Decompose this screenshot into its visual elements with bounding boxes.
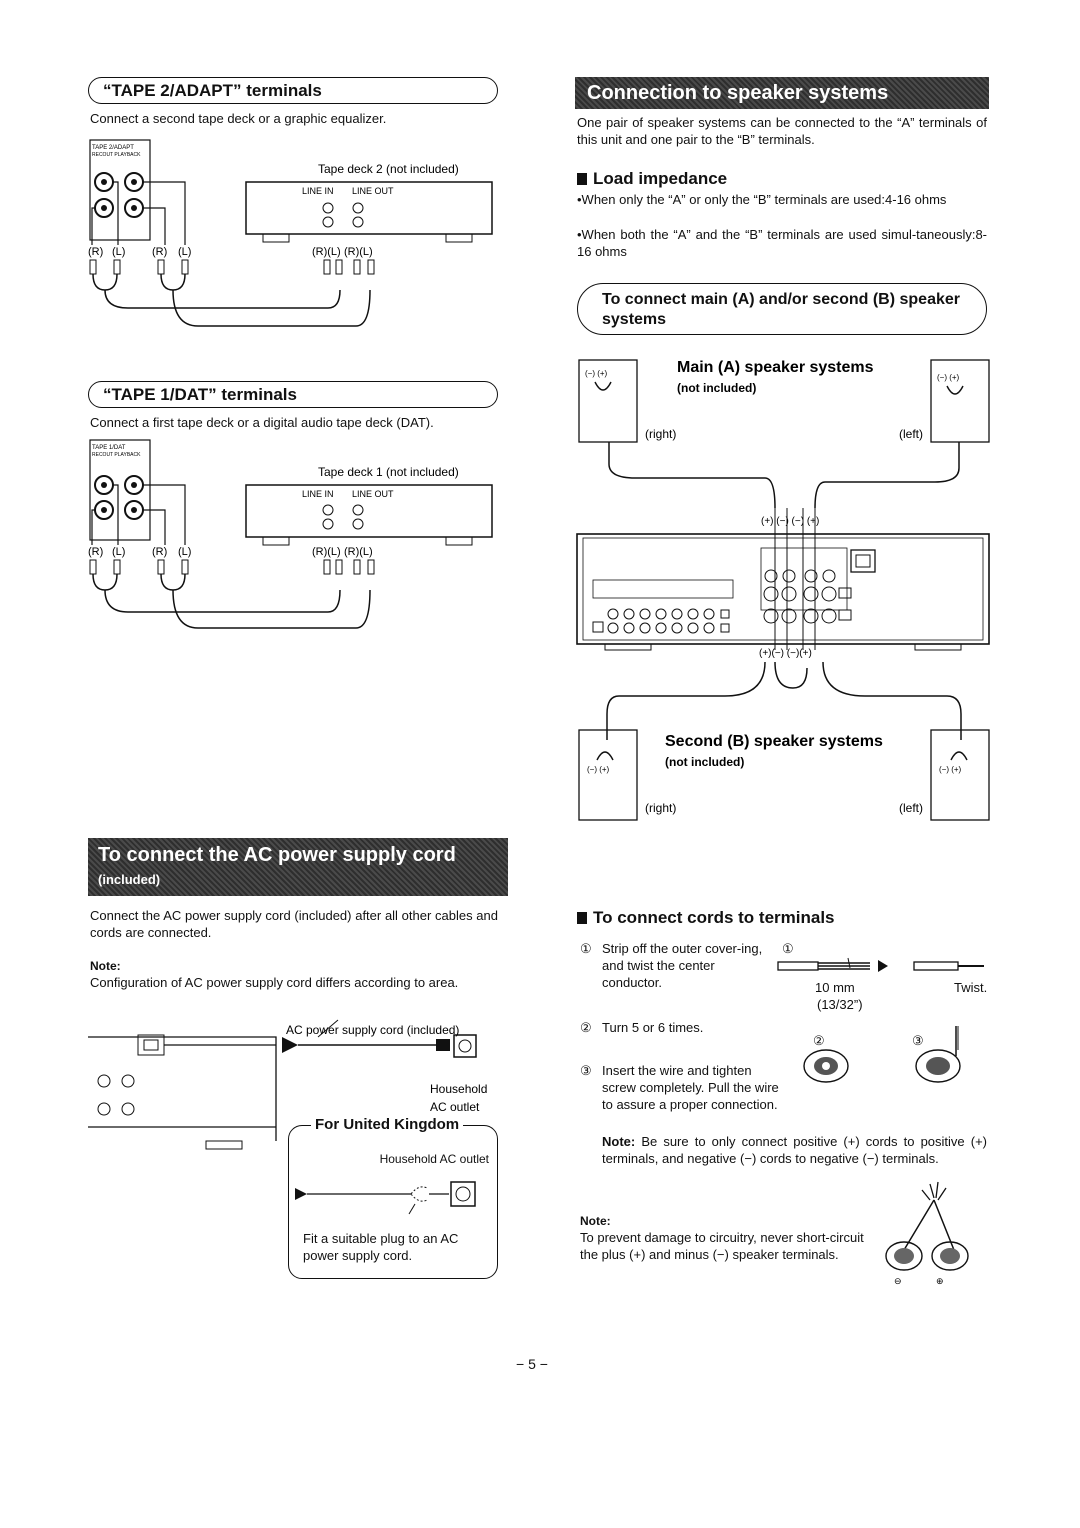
load-bullet-1: •When only the “A” or only the “B” termi… [577, 192, 947, 207]
uk-title: For United Kingdom [311, 1116, 464, 1133]
tape2-diagram: TAPE 2/ADAPT RECOUT PLAYBACK (R) (L) (R)… [88, 139, 493, 327]
short-circuit-figure: ⊖ ⊕ [885, 1181, 969, 1286]
tape2-r-label: (R) [88, 246, 103, 258]
tape2-l-label: (L) [112, 246, 125, 258]
second-b-title: Second (B) speaker systems [665, 733, 883, 750]
step3-num: ③ [580, 1063, 592, 1078]
tape1-heading: “TAPE 1/DAT” terminals [88, 381, 498, 408]
step2-num-figure: ② [813, 1033, 825, 1048]
ac-note-label: Note: [90, 959, 121, 973]
ac-power-banner: To connect the AC power supply cord (inc… [88, 838, 508, 896]
ac-cord-label: AC power supply cord (included) [286, 1023, 459, 1037]
ac-cord-diagram: AC power supply cord (included) Househol… [88, 1019, 487, 1150]
tape1-line-in: LINE IN [302, 489, 334, 499]
cords-note: Note: Be sure to only connect positive (… [602, 1133, 987, 1167]
tape1-panel-sublabel: RECOUT PLAYBACK [92, 452, 141, 458]
terminal-figures [803, 1026, 961, 1083]
ac-outlet-label-1: Household [430, 1082, 487, 1096]
cords-note-text: Be sure to only connect positive (+) cor… [602, 1134, 987, 1166]
tape1-deck-label: Tape deck 1 (not included) [318, 465, 459, 479]
step2-num: ② [580, 1020, 592, 1035]
svg-text:(−) (+): (−) (+) [585, 369, 608, 378]
uk-plug-diagram [295, 1181, 476, 1215]
uk-text: Fit a suitable plug to an AC power suppl… [303, 1231, 459, 1263]
main-a-right-label: (right) [645, 427, 676, 441]
speaker-intro: One pair of speaker systems can be conne… [577, 115, 987, 147]
ac-description: Connect the AC power supply cord (includ… [90, 908, 498, 940]
ac-note-text: Configuration of AC power supply cord di… [90, 975, 459, 990]
short-circuit-note-label: Note: [580, 1214, 611, 1228]
svg-text:⊕: ⊕ [936, 1276, 944, 1286]
tape1-l-label: (L) [112, 546, 125, 558]
cords-title: To connect cords to terminals [593, 908, 835, 927]
main-a-polarity: (+) (−) (−) (+) [761, 516, 819, 527]
tape1-l-label-2: (L) [178, 546, 191, 558]
load-impedance-title: Load impedance [593, 169, 728, 188]
main-a-sub: (not included) [677, 381, 756, 395]
step3-text: Insert the wire and tighten screw comple… [602, 1063, 779, 1112]
tape2-description: Connect a second tape deck or a graphic … [90, 111, 387, 126]
step3-num-figure: ③ [912, 1033, 924, 1048]
speaker-diagram: (−) (+) (−) (+) Main (A) speaker systems… [576, 359, 990, 821]
wire-strip-diagram [777, 957, 984, 972]
strip-mm: 10 mm [815, 980, 855, 995]
cords-note-label: Note: [602, 1134, 636, 1149]
tape2-line-in: LINE IN [302, 186, 334, 196]
tape2-deck-label: Tape deck 2 (not included) [318, 162, 459, 176]
svg-text:(−) (+): (−) (+) [937, 373, 960, 382]
bullet-square [577, 173, 587, 185]
tape2-deck-rl: (R)(L) [312, 246, 341, 258]
load-impedance-heading: Load impedance [577, 169, 727, 189]
tape1-r-label: (R) [88, 546, 103, 558]
svg-text:⊖: ⊖ [894, 1276, 902, 1286]
uk-box: For United Kingdom Household AC outlet F… [288, 1116, 498, 1279]
step1-num: ① [580, 941, 592, 956]
second-b-sub: (not included) [665, 755, 744, 769]
tape2-panel-sublabel: RECOUT PLAYBACK [92, 152, 141, 158]
tape1-panel-label: TAPE 1/DAT [92, 445, 126, 451]
tape2-deck-rl-2: (R)(L) [344, 246, 373, 258]
tape1-deck-rl-2: (R)(L) [344, 546, 373, 558]
twist-label: Twist. [954, 980, 988, 995]
connect-heading: To connect main (A) and/or second (B) sp… [577, 283, 987, 335]
connect-heading-text: To connect main (A) and/or second (B) sp… [602, 291, 960, 328]
tape1-description: Connect a first tape deck or a digital a… [90, 415, 434, 430]
ac-power-banner-title: To connect the AC power supply cord [98, 844, 456, 866]
bullet-square [577, 912, 587, 924]
ac-power-banner-sub: (included) [98, 872, 161, 887]
tape2-heading: “TAPE 2/ADAPT” terminals [88, 77, 498, 104]
second-b-right-label: (right) [645, 801, 676, 815]
svg-text:(−) (+): (−) (+) [587, 765, 610, 774]
second-b-polarity: (+)(−) (−)(+) [759, 648, 812, 659]
ac-outlet-label-2: AC outlet [430, 1100, 480, 1114]
strip-inch: (13/32”) [817, 997, 863, 1012]
tape2-r-label-2: (R) [152, 246, 167, 258]
main-a-left-label: (left) [899, 427, 923, 441]
speaker-banner-title: Connection to speaker systems [587, 82, 889, 104]
tape2-line-out: LINE OUT [352, 186, 394, 196]
tape2-l-label-2: (L) [178, 246, 191, 258]
step2-text: Turn 5 or 6 times. [602, 1020, 704, 1035]
uk-outlet: Household AC outlet [379, 1152, 489, 1166]
tape1-deck-rl: (R)(L) [312, 546, 341, 558]
tape1-r-label-2: (R) [152, 546, 167, 558]
speaker-banner: Connection to speaker systems [575, 77, 989, 109]
svg-text:(−) (+): (−) (+) [939, 765, 962, 774]
short-circuit-note-text: To prevent damage to circuitry, never sh… [580, 1230, 864, 1262]
step1-text: Strip off the outer cover-ing, and twist… [602, 941, 763, 990]
tape1-diagram: TAPE 1/DAT RECOUT PLAYBACK (R) (L) (R) (… [88, 439, 493, 629]
step1-num-figure: ① [782, 941, 794, 956]
second-b-left-label: (left) [899, 801, 923, 815]
tape1-line-out: LINE OUT [352, 489, 394, 499]
main-a-title: Main (A) speaker systems [677, 359, 874, 376]
load-bullet-2: •When both the “A” and the “B” terminals… [577, 227, 987, 259]
tape2-panel-label: TAPE 2/ADAPT [92, 145, 134, 151]
page-number: − 5 − [516, 1356, 548, 1372]
cords-heading: To connect cords to terminals [577, 908, 835, 928]
